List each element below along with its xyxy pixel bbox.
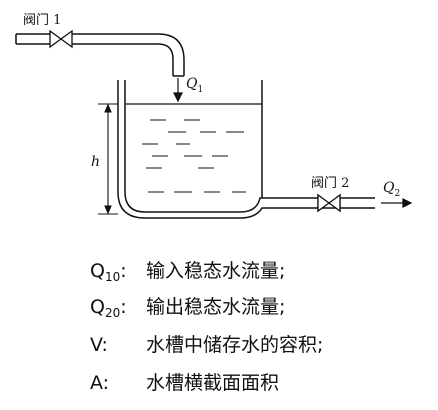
height-dimension — [98, 103, 118, 215]
inlet-pipe — [15, 33, 185, 77]
legend-row-q10: Q10: 输入稳态水流量; — [90, 256, 285, 284]
q1-flow-arrow — [173, 78, 183, 103]
legend-row-a: A: 水槽横截面面积 — [90, 368, 279, 395]
legend-symbol: A: — [90, 372, 110, 394]
legend-symbol: V: — [90, 334, 108, 356]
outlet-pipe-gap — [318, 197, 340, 207]
valve-1-icon — [49, 29, 73, 49]
tank-body — [117, 80, 375, 219]
legend-symbol: Q20: — [90, 296, 127, 320]
legend-symbol: Q10: — [90, 260, 127, 284]
height-label: h — [91, 154, 100, 170]
water-dashes — [142, 119, 246, 193]
q1-label: Q1 — [186, 76, 203, 95]
legend-text: 输出稳态水流量; — [146, 296, 286, 318]
valve-2-label: 阀门 2 — [311, 176, 349, 191]
legend-text: 输入稳态水流量; — [146, 260, 286, 282]
legend-row-q20: Q20: 输出稳态水流量; — [90, 292, 285, 320]
valve-1-label: 阀门 1 — [23, 13, 61, 28]
legend-text: 水槽中储存水的容积; — [146, 334, 324, 356]
legend-text: 水槽横截面面积 — [146, 372, 280, 394]
legend-row-v: V: 水槽中储存水的容积; — [90, 330, 323, 357]
q2-flow-arrow — [381, 198, 413, 208]
q2-label: Q2 — [383, 180, 400, 199]
